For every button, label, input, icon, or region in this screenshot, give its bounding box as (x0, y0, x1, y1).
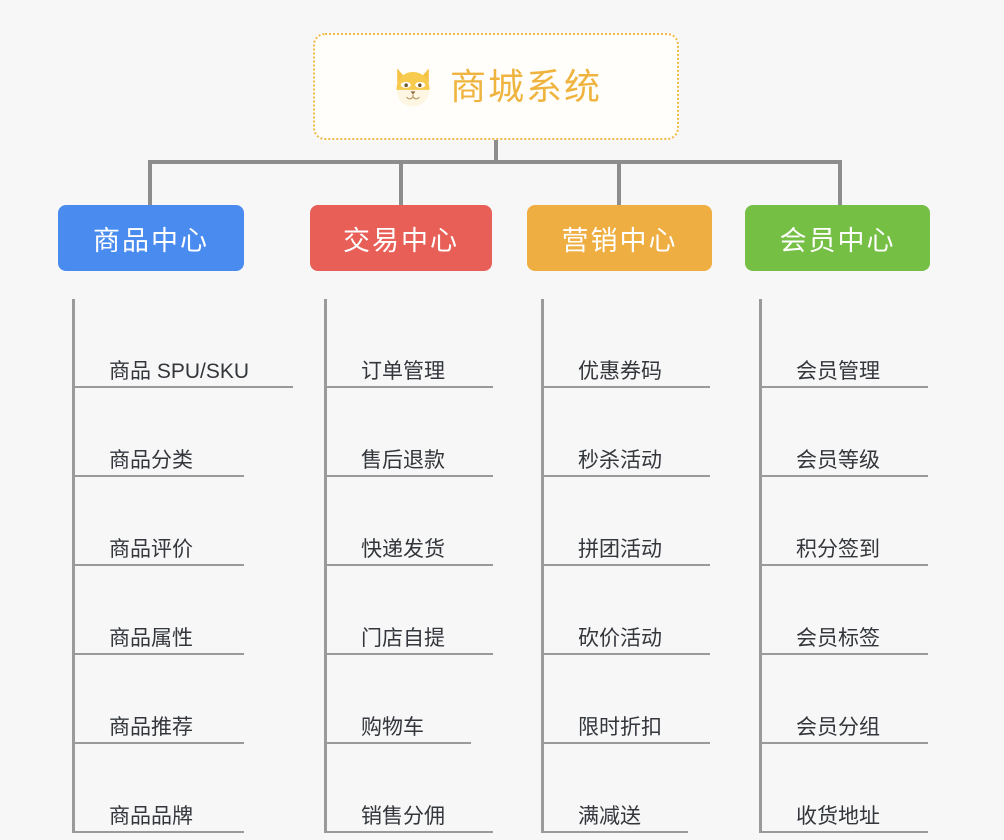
connector-drop-2 (399, 160, 403, 207)
connector-root-stem (494, 140, 498, 164)
list-item-label: 商品品牌 (109, 804, 193, 828)
list-item-label: 商品评价 (109, 537, 193, 561)
root-node[interactable]: 商城系统 (313, 33, 679, 140)
list-item-label: 会员分组 (796, 715, 880, 739)
list-item-label: 会员管理 (796, 359, 880, 383)
list-item-label: 拼团活动 (578, 537, 662, 561)
dog-face-icon (396, 67, 430, 106)
list-item[interactable]: 优惠券码 (544, 299, 767, 388)
branch-会员中心: 会员中心 会员管理 会员等级 积分签到 会员标签 会员分组 收货地址 (745, 205, 985, 833)
list-item-label: 砍价活动 (578, 626, 662, 650)
list-item-label: 购物车 (361, 715, 424, 739)
list-item[interactable]: 限时折扣 (544, 655, 767, 744)
list-item[interactable]: 会员分组 (762, 655, 985, 744)
leaf-list-2: 订单管理 售后退款 快递发货 门店自提 购物车 销售分佣 (324, 299, 550, 833)
list-item[interactable]: 秒杀活动 (544, 388, 767, 477)
list-item-label: 收货地址 (796, 804, 880, 828)
list-item[interactable]: 商品品牌 (75, 744, 298, 833)
leaf-list-3: 优惠券码 秒杀活动 拼团活动 砍价活动 限时折扣 满减送 (541, 299, 767, 833)
list-item-label: 订单管理 (361, 359, 445, 383)
branch-header-4[interactable]: 会员中心 (745, 205, 930, 271)
list-item[interactable]: 商品分类 (75, 388, 298, 477)
list-item[interactable]: 会员标签 (762, 566, 985, 655)
list-item-label: 满减送 (578, 804, 641, 828)
list-item-label: 商品推荐 (109, 715, 193, 739)
list-item[interactable]: 订单管理 (327, 299, 550, 388)
list-item-label: 商品 SPU/SKU (109, 359, 250, 383)
list-item-label: 快递发货 (361, 537, 445, 561)
list-item[interactable]: 商品推荐 (75, 655, 298, 744)
connector-bus (148, 160, 842, 164)
list-item[interactable]: 门店自提 (327, 566, 550, 655)
list-item[interactable]: 销售分佣 (327, 744, 550, 833)
list-item[interactable]: 砍价活动 (544, 566, 767, 655)
list-item[interactable]: 快递发货 (327, 477, 550, 566)
list-item-label: 优惠券码 (578, 359, 662, 383)
list-item[interactable]: 满减送 (544, 744, 767, 833)
list-item[interactable]: 拼团活动 (544, 477, 767, 566)
list-item-label: 门店自提 (361, 626, 445, 650)
list-item[interactable]: 会员管理 (762, 299, 985, 388)
list-item-label: 商品分类 (109, 448, 193, 472)
list-item-label: 积分签到 (796, 537, 880, 561)
branch-商品中心: 商品中心 商品 SPU/SKU 商品分类 商品评价 商品属性 商品推荐 商品品牌 (58, 205, 298, 833)
list-item[interactable]: 商品评价 (75, 477, 298, 566)
connector-drop-1 (148, 160, 152, 207)
list-item-label: 商品属性 (109, 626, 193, 650)
branch-营销中心: 营销中心 优惠券码 秒杀活动 拼团活动 砍价活动 限时折扣 满减送 (527, 205, 767, 833)
list-item[interactable]: 收货地址 (762, 744, 985, 833)
list-item-label: 售后退款 (361, 448, 445, 472)
branch-header-3[interactable]: 营销中心 (527, 205, 712, 271)
root-title: 商城系统 (449, 65, 602, 107)
branch-header-1[interactable]: 商品中心 (58, 205, 244, 271)
connector-drop-4 (838, 160, 842, 207)
list-item-label: 销售分佣 (361, 804, 445, 828)
list-item[interactable]: 商品 SPU/SKU (75, 299, 298, 388)
list-item-label: 会员等级 (796, 448, 880, 472)
branch-header-2[interactable]: 交易中心 (310, 205, 492, 271)
list-item[interactable]: 会员等级 (762, 388, 985, 477)
connector-drop-3 (617, 160, 621, 207)
list-item[interactable]: 积分签到 (762, 477, 985, 566)
leaf-list-4: 会员管理 会员等级 积分签到 会员标签 会员分组 收货地址 (759, 299, 985, 833)
list-item[interactable]: 商品属性 (75, 566, 298, 655)
list-item[interactable]: 售后退款 (327, 388, 550, 477)
list-item-label: 秒杀活动 (578, 448, 662, 472)
leaf-list-1: 商品 SPU/SKU 商品分类 商品评价 商品属性 商品推荐 商品品牌 (72, 299, 298, 833)
list-item[interactable]: 购物车 (327, 655, 550, 744)
list-item-label: 限时折扣 (578, 715, 662, 739)
branch-交易中心: 交易中心 订单管理 售后退款 快递发货 门店自提 购物车 销售分佣 (310, 205, 550, 833)
list-item-label: 会员标签 (796, 626, 880, 650)
